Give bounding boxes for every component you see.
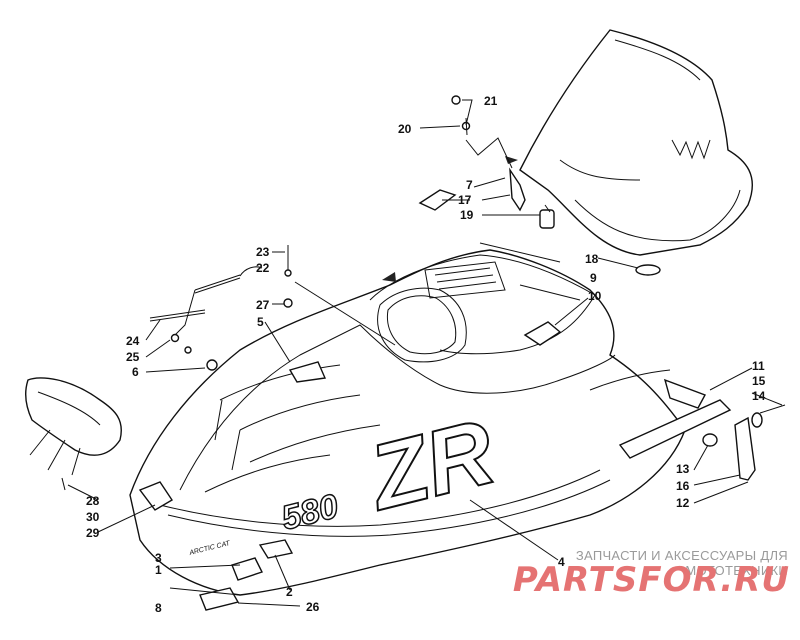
callout-23: 23: [256, 245, 270, 259]
callout-7: 7: [466, 178, 473, 192]
callout-11: 11: [752, 359, 765, 373]
callout-17: 17: [458, 193, 472, 207]
callout-15: 15: [752, 374, 766, 388]
rubber-pad: [635, 264, 661, 276]
leader-lines: [67, 99, 783, 607]
callout-4: 4: [558, 555, 565, 569]
callout-24: 24: [126, 334, 140, 348]
callout-9: 9: [590, 271, 597, 285]
spacer-plate: [418, 189, 457, 211]
callout-19: 19: [460, 208, 474, 222]
callout-5: 5: [257, 315, 264, 329]
callout-26: 26: [306, 600, 320, 614]
callout-27: 27: [256, 298, 270, 312]
callout-30: 30: [86, 510, 100, 524]
callout-2: 2: [286, 585, 293, 599]
callout-21: 21: [484, 94, 498, 108]
light-shroud: [24, 377, 122, 491]
watermark-caption: ЗАПЧАСТИ И АКСЕССУАРЫ ДЛЯ МОТОТЕХНИКИ: [575, 548, 788, 578]
callout-12: 12: [676, 496, 690, 510]
callout-10: 10: [588, 289, 602, 303]
callout-29: 29: [86, 526, 100, 540]
callout-1: 1: [155, 563, 162, 577]
screw-20-21: [451, 95, 471, 136]
latch-hardware: [149, 245, 293, 371]
callout-25: 25: [126, 350, 140, 364]
windshield: [519, 29, 753, 256]
watermark-logo: PARTSFOR.RU: [490, 560, 790, 600]
callout-8: 8: [155, 601, 162, 615]
callout-14: 14: [752, 389, 766, 403]
side-reflector: [618, 378, 786, 481]
watermark-logo-text: PARTSFOR.RU: [512, 560, 790, 600]
callout-20: 20: [398, 122, 412, 136]
callout-28: 28: [86, 494, 100, 508]
callout-16: 16: [676, 479, 690, 493]
windshield-bracket: [505, 156, 555, 229]
callout-18: 18: [585, 252, 599, 266]
callout-6: 6: [132, 365, 139, 379]
callout-3: 3: [155, 551, 162, 565]
hood: [129, 249, 686, 611]
callout-labels: 1 2 3 4 5 6 7 8 9 10 11 12 13 14 15 16 1…: [86, 94, 766, 615]
callout-22: 22: [256, 261, 270, 275]
callout-13: 13: [676, 462, 690, 476]
